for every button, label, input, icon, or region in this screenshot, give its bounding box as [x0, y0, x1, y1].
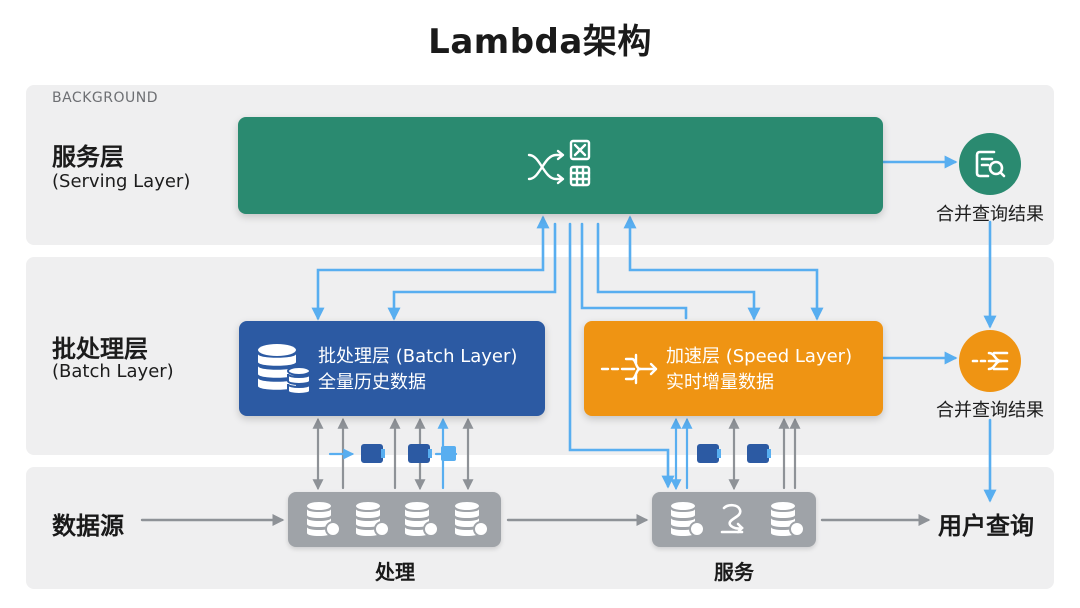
arrow-serving-speed-outer: [623, 215, 824, 321]
user-query-label: 用户查询: [938, 512, 1034, 540]
speed-layer-box: [584, 321, 883, 416]
serving-storage-group: [652, 492, 816, 547]
processing-label: 处理: [375, 560, 415, 584]
stream-merge-icon: [959, 330, 1021, 392]
chip-icons: [361, 444, 771, 463]
background-tag: BACKGROUND: [52, 90, 158, 106]
data-source-label: 数据源: [52, 512, 124, 540]
speed-box-text: 加速层 (Speed Layer) 实时增量数据: [666, 344, 852, 396]
batch-box-subtitle: 全量历史数据: [318, 372, 426, 393]
line-serving-speed-mid: [580, 222, 688, 320]
result-label-bottom: 合并查询结果: [936, 400, 1044, 421]
batch-layer-box: [239, 321, 545, 416]
arrow-serving-batch-inner: [387, 222, 557, 321]
arrow-serving-speed-inner: [596, 222, 761, 321]
diagram-title: Lambda架构: [428, 22, 652, 62]
batch-layer-name: 批处理层: [52, 335, 148, 363]
serving-layer-name-en: (Serving Layer): [52, 171, 191, 192]
source-layer-band: [26, 467, 1054, 589]
database-icons-left: [307, 502, 489, 537]
serving-layer-box: [238, 117, 883, 214]
batch-box-text: 批处理层 (Batch Layer) 全量历史数据: [318, 344, 517, 396]
stream-split-icon: [600, 351, 660, 391]
database-icons-right: [671, 502, 805, 537]
batch-layer-name-en: (Batch Layer): [52, 361, 174, 382]
serving-group-label: 服务: [714, 560, 754, 584]
arrow-serving-batch-outer: [311, 215, 550, 321]
serving-layer-name: 服务层: [52, 143, 124, 171]
processing-storage-group: [288, 492, 501, 547]
document-search-icon: [959, 133, 1021, 195]
database-icon: [255, 341, 311, 401]
speed-box-title: 加速层 (Speed Layer): [666, 346, 853, 367]
batch-box-title: 批处理层 (Batch Layer): [318, 346, 518, 367]
arrow-serving-to-storage: [568, 222, 675, 489]
speed-box-subtitle: 实时增量数据: [666, 372, 774, 393]
shuffle-grid-icon: [526, 137, 596, 197]
result-label-top: 合并查询结果: [936, 204, 1044, 225]
